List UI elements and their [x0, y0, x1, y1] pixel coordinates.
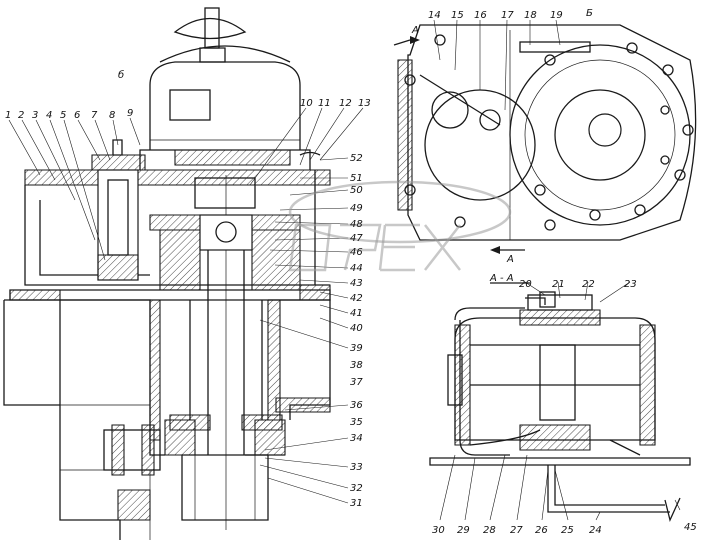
callout-3: 3 — [32, 110, 38, 121]
callout-29: 29 — [457, 525, 470, 536]
callout-49: 49 — [350, 203, 363, 214]
callout-12: 12 — [339, 98, 352, 109]
callout-50: 50 — [350, 185, 363, 196]
callout-19: 19 — [550, 10, 563, 21]
callout-41: 41 — [350, 308, 363, 319]
view-b — [393, 19, 697, 254]
callout-51: 51 — [350, 173, 363, 184]
section-arrow-label-left: А — [411, 25, 419, 36]
callout-23: 23 — [624, 279, 637, 290]
callout-17: 17 — [501, 10, 514, 21]
callout-18: 18 — [524, 10, 537, 21]
callout-39: 39 — [350, 343, 363, 354]
callout-46: 46 — [350, 247, 363, 258]
callout-28: 28 — [483, 525, 496, 536]
callout-34: 34 — [350, 433, 363, 444]
watermark — [288, 180, 512, 272]
callout-43: 43 — [350, 278, 363, 289]
callout-5: 5 — [60, 110, 66, 121]
callout-20: 20 — [519, 279, 532, 290]
callout-4: 4 — [46, 110, 52, 121]
callout-48: 48 — [350, 219, 363, 230]
callout-14: 14 — [428, 10, 441, 21]
callout-13: 13 — [358, 98, 371, 109]
callout-25: 25 — [561, 525, 574, 536]
callout-7: 7 — [91, 110, 98, 121]
view-label-b-main: Б — [586, 8, 593, 19]
callout-16: 16 — [474, 10, 487, 21]
main-section-view — [3, 7, 331, 540]
section-a-a — [429, 281, 691, 522]
view-b-bolts — [404, 34, 694, 231]
callout-6: 6 — [74, 110, 80, 121]
callout-45: 45 — [684, 522, 697, 533]
callout-40: 40 — [350, 323, 363, 334]
callout-10: 10 — [300, 98, 313, 109]
callout-35: 35 — [350, 417, 363, 428]
callout-44: 44 — [350, 263, 363, 274]
callout-42: 42 — [350, 293, 363, 304]
labels: б Б А А А - А 1 2 3 4 5 6 7 8 9 10 11 12… — [5, 8, 697, 536]
callout-2: 2 — [18, 110, 24, 121]
callout-52: 52 — [350, 153, 363, 164]
callout-11: 11 — [318, 98, 331, 109]
callout-38: 38 — [350, 360, 363, 371]
callout-30: 30 — [432, 525, 445, 536]
callout-15: 15 — [451, 10, 464, 21]
callout-37: 37 — [350, 377, 363, 388]
leaders-left — [8, 107, 364, 504]
callout-22: 22 — [582, 279, 595, 290]
callout-9: 9 — [127, 108, 133, 119]
view-label-b-top: б — [118, 69, 124, 81]
section-arrow-label-right: А — [506, 254, 514, 265]
section-title-a-a: А - А — [489, 273, 514, 284]
callout-36: 36 — [350, 400, 363, 411]
callout-47: 47 — [350, 233, 363, 244]
callout-32: 32 — [350, 483, 363, 494]
callout-33: 33 — [350, 462, 363, 473]
callout-31: 31 — [350, 498, 363, 509]
callout-21: 21 — [552, 279, 565, 290]
callout-8: 8 — [109, 110, 115, 121]
callout-27: 27 — [510, 525, 523, 536]
callout-26: 26 — [535, 525, 548, 536]
callout-24: 24 — [589, 525, 602, 536]
callout-1: 1 — [5, 110, 11, 121]
